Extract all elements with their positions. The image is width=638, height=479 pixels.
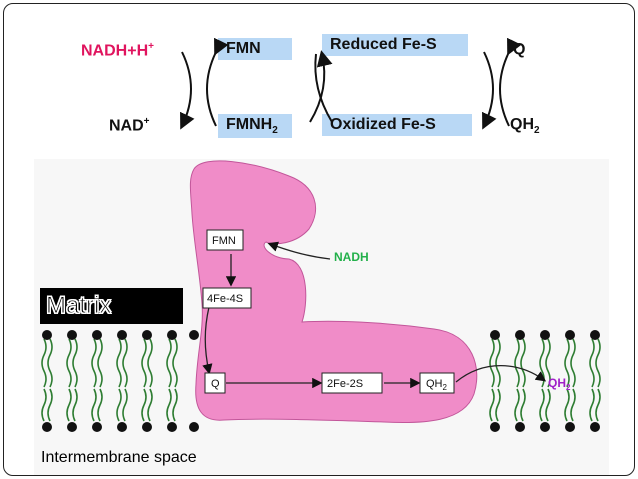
nad-label: NAD+ [109, 116, 150, 135]
intermembrane-space-label: Intermembrane space [41, 449, 197, 466]
arrow-4fe4s-to-q [202, 306, 213, 375]
complex-i-protein [189, 160, 478, 424]
schematic-4fe4s-box [202, 287, 252, 309]
oxidized-fes-box: Oxidized Fe-S [322, 114, 472, 136]
diagram-graphics: FMN 4Fe-4S Q 2Fe-2S QH2 NADH QH2 [41, 37, 601, 432]
qh2-label: QH2 [510, 116, 540, 137]
schematic-fmn-text: FMN [212, 235, 236, 247]
fmnh2-box: FMNH2 [218, 114, 292, 139]
arrow-qh2-out [455, 365, 547, 383]
nadh-h-label: NADH+H+ [81, 41, 154, 60]
curved-arrow-1b [206, 37, 229, 127]
schematic-2fe2s-text: 2Fe-2S [327, 378, 363, 390]
schematic-q-box [204, 372, 226, 394]
fmn-box: FMN [218, 38, 292, 60]
curved-arrow-2b [314, 53, 333, 123]
arrow-nadh-to-fmn [267, 241, 331, 260]
schematic-qh2-out-label: QH2 [548, 376, 571, 392]
schematic-fmn-box [206, 229, 244, 251]
redox-arrows [180, 37, 522, 130]
schematic-qh2-box [419, 372, 455, 394]
schematic-boxes [202, 229, 455, 394]
schematic-q-text: Q [211, 378, 220, 390]
schematic-qh2-text: QH2 [426, 378, 448, 392]
schematic-nadh-label: NADH [334, 250, 369, 264]
curved-arrow-1a [180, 51, 195, 130]
membrane-right [489, 330, 601, 432]
membrane-left [41, 330, 199, 432]
schematic-2fe2s-box [321, 372, 383, 394]
curved-arrow-3b [499, 37, 522, 127]
matrix-label: Matrix [45, 292, 112, 320]
matrix-label-box: Matrix [40, 288, 183, 324]
reduced-fes-box: Reduced Fe-S [322, 34, 468, 56]
curved-arrow-2a [309, 50, 333, 123]
schematic-4fe4s-text: 4Fe-4S [207, 293, 243, 305]
slide: NADH+H+ NAD+ FMN FMNH2 Reduced Fe-S Oxid… [3, 3, 635, 476]
curved-arrow-3a [482, 51, 497, 130]
